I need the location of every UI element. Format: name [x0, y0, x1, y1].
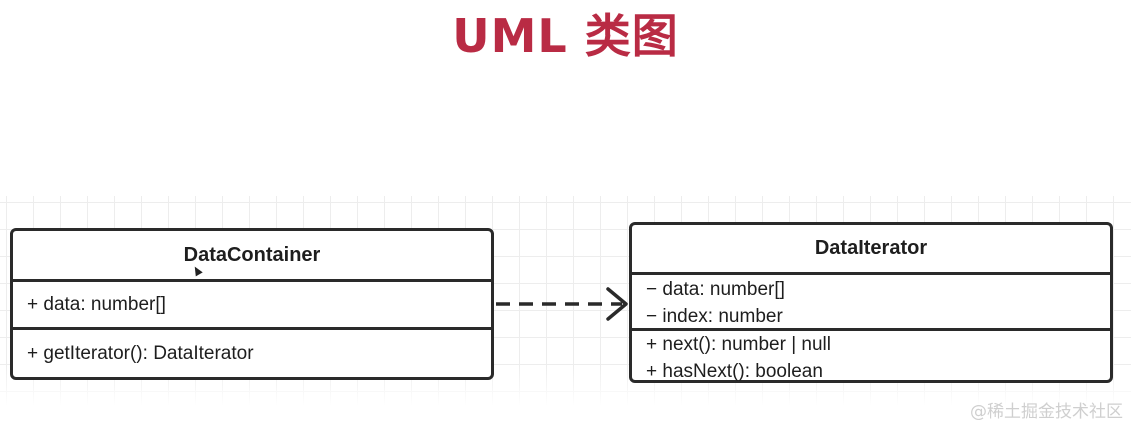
attribute-row: + data: number[] [27, 294, 166, 315]
attributes-section-data-iterator: − data: number[] − index: number [632, 275, 1110, 331]
dependency-arrow-head [606, 287, 628, 321]
class-name-data-iterator: DataIterator [632, 225, 1110, 275]
watermark: @稀土掘金技术社区 [970, 402, 1123, 422]
methods-section-data-container: + getIterator(): DataIterator [13, 330, 491, 377]
class-name-data-container: DataContainer [13, 231, 491, 282]
method-row: + next(): number | null [646, 334, 831, 355]
methods-section-data-iterator: + next(): number | null + hasNext(): boo… [632, 331, 1110, 385]
dependency-arrow [496, 287, 628, 321]
method-row: + hasNext(): boolean [646, 361, 823, 382]
page-title: UML 类图 [452, 9, 679, 63]
class-box-data-container[interactable]: DataContainer + data: number[] + getIter… [10, 228, 494, 380]
attribute-row: − index: number [646, 306, 783, 327]
method-row: + getIterator(): DataIterator [27, 343, 254, 364]
attribute-row: − data: number[] [646, 279, 785, 300]
attributes-section-data-container: + data: number[] [13, 282, 491, 330]
class-box-data-iterator[interactable]: DataIterator − data: number[] − index: n… [629, 222, 1113, 383]
